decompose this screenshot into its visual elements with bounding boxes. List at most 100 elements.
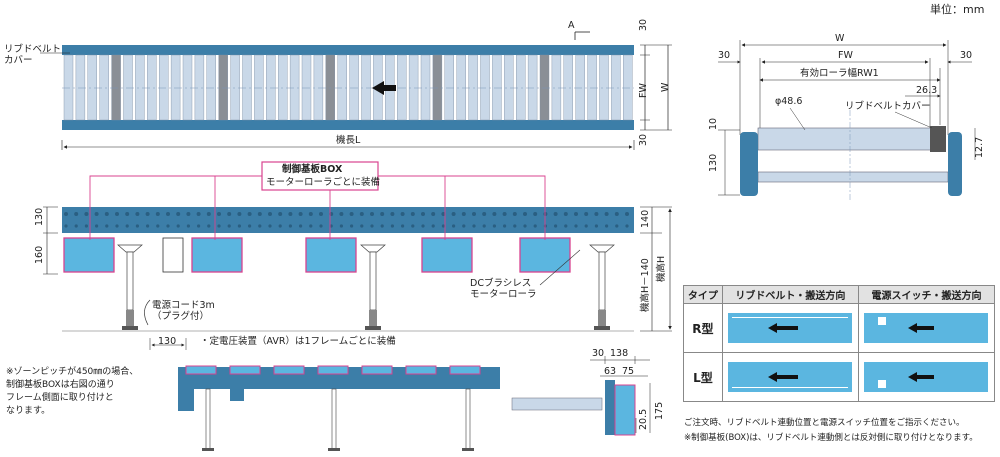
zone-note: ※ゾーンピッチが450㎜の場合、 制御基板BOXは右図の通り フレーム側面に取り… — [6, 367, 139, 416]
roller — [206, 54, 217, 121]
support-legs — [117, 244, 615, 330]
roller — [468, 54, 478, 121]
roller — [135, 54, 145, 121]
roller — [111, 54, 121, 121]
control-box — [191, 237, 243, 273]
cs-w: W — [835, 33, 845, 44]
small-legs — [202, 388, 474, 451]
cs-belt-cover: リブドベルトカバー — [845, 101, 931, 112]
footer-note-2: ※制御基板(BOX)は、リブドベルト連動側とは反対側に取り付けとなります。 — [684, 433, 978, 443]
cross-section — [718, 40, 976, 200]
roller — [563, 54, 573, 121]
cs-fw: FW — [838, 50, 853, 61]
dim-w: W — [660, 82, 671, 92]
roller — [75, 54, 86, 121]
sv-138: 138 — [610, 348, 629, 359]
header-belt: リブドベルト・搬送方向 — [721, 285, 859, 304]
cs-130: 130 — [708, 153, 719, 172]
roller — [182, 54, 193, 121]
roller — [301, 54, 312, 121]
power-switch-icon — [878, 317, 887, 325]
cs-26-3: 26.3 — [916, 85, 938, 96]
avr-note: ・定電圧装置（AVR）は1フレームごとに装備 — [200, 336, 396, 347]
section-mark: A — [568, 20, 575, 31]
small-cross-view — [511, 356, 651, 436]
side-frame — [62, 207, 634, 233]
dim-160-left: 160 — [34, 245, 45, 264]
roller — [456, 54, 466, 121]
dim-130-bottom: 130 — [158, 336, 177, 347]
roller — [194, 54, 205, 121]
roller — [361, 54, 371, 121]
left-arrow-icon — [908, 372, 918, 382]
machine-height-label: 機高H — [656, 255, 667, 282]
dim-140-right: 140 — [640, 209, 651, 228]
cross-return-roller — [757, 171, 949, 183]
r-belt-panel — [728, 313, 853, 343]
cs-10: 10 — [708, 117, 719, 130]
l-belt-panel — [728, 362, 853, 392]
top-frame-upper — [62, 45, 634, 55]
roller — [397, 54, 407, 121]
left-arrow-icon — [768, 372, 778, 382]
roller — [123, 54, 133, 121]
ribbed-belt-cover-label: リブドベルト カバー — [4, 44, 62, 66]
small-boxes — [185, 365, 481, 375]
dim-fw: FW — [638, 83, 649, 98]
length-label: 機長L — [336, 135, 361, 146]
roller — [87, 54, 98, 121]
roller — [278, 54, 288, 121]
roller — [254, 54, 264, 121]
roller — [147, 54, 157, 121]
left-arrow-icon — [768, 323, 778, 333]
roller — [516, 54, 526, 121]
control-box-callout — [261, 161, 379, 191]
r-switch-panel — [864, 313, 989, 343]
control-box — [63, 237, 115, 273]
roller — [504, 54, 514, 121]
type-table: タイプ リブドベルト・搬送方向 電源スイッチ・搬送方向 R型 L型 — [683, 285, 996, 402]
control-box — [519, 237, 571, 273]
cs-phi: φ48.6 — [775, 96, 803, 107]
side-frame-pattern — [64, 212, 629, 228]
roller — [158, 54, 169, 121]
roller — [444, 54, 454, 121]
header-type: タイプ — [683, 285, 723, 304]
roller — [63, 54, 74, 121]
roller — [218, 54, 228, 121]
header-switch: 電源スイッチ・搬送方向 — [857, 285, 996, 304]
roller — [242, 54, 252, 121]
cross-frame-left — [740, 132, 758, 196]
roller — [289, 54, 300, 121]
power-cord-label: 電源コード3m （プラグ付） — [152, 300, 215, 322]
roller — [623, 54, 633, 121]
table-row: L型 — [683, 352, 996, 402]
left-arrow-icon — [908, 323, 918, 333]
roller — [539, 54, 550, 121]
roller — [492, 54, 502, 121]
row-type-r: R型 — [683, 303, 723, 353]
roller — [230, 54, 240, 121]
dc-roller-label: DCブラシレス モーターローラ — [470, 278, 537, 300]
roller — [337, 54, 347, 121]
row-type-l: L型 — [683, 352, 723, 402]
sv-75: 75 — [622, 366, 635, 377]
avr-box — [162, 237, 184, 273]
cross-roller — [757, 127, 935, 151]
roller — [551, 54, 562, 121]
side-view — [43, 161, 672, 350]
belt-cover-part — [930, 126, 946, 152]
top-frame-lower — [62, 120, 634, 130]
control-box-title: 制御基板BOX — [282, 164, 343, 175]
table-row: R型 — [683, 303, 996, 353]
roller — [325, 54, 335, 121]
roller — [527, 54, 538, 121]
cs-12-7: 12.7 — [974, 136, 985, 158]
roller — [170, 54, 181, 121]
cross-frame-right — [948, 132, 962, 196]
control-box — [421, 237, 473, 273]
roller — [313, 54, 324, 121]
roller — [575, 54, 585, 121]
top-rollers — [63, 54, 633, 121]
